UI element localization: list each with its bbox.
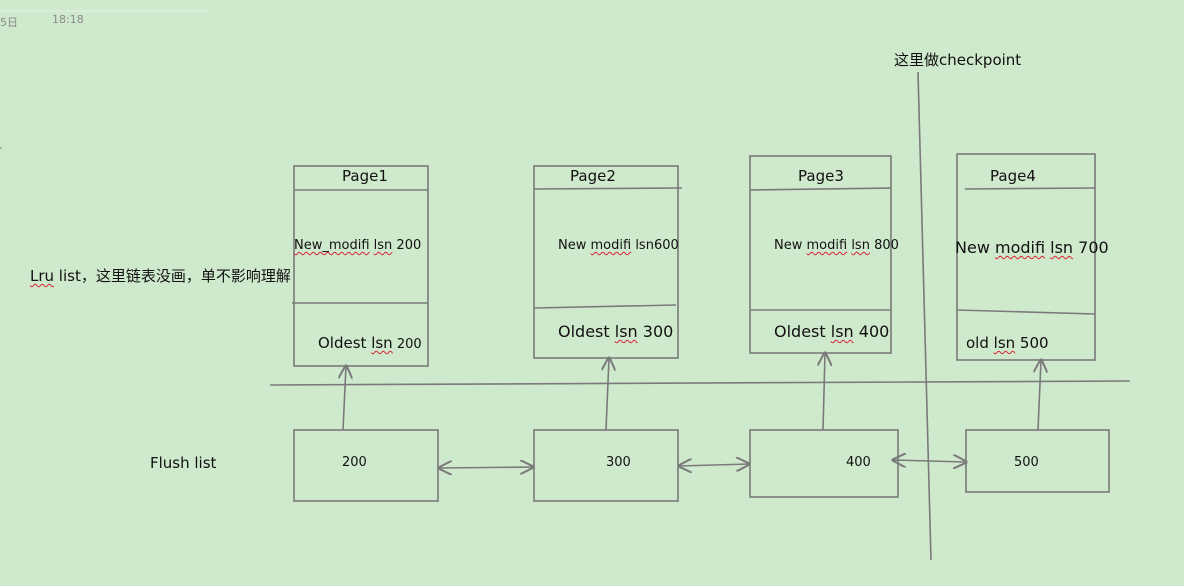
newest-word-1: _modifi [322, 238, 370, 253]
newest-lsn-word-2: lsn [635, 238, 654, 253]
oldest-label-4: old [966, 334, 989, 352]
oldest-lsn-word-2: lsn [614, 322, 638, 341]
newest-lsn-3: New modifi lsn 800 [774, 238, 899, 253]
oldest-lsn-1: Oldest lsn 200 [318, 334, 422, 352]
newest-prefix-4: New [955, 238, 995, 257]
arrow-up-2 [606, 358, 609, 431]
newest-word-4: modifi [994, 238, 1046, 257]
oldest-lsn-word-4: lsn [993, 334, 1016, 352]
arrow-up-3 [823, 353, 825, 431]
double-arrow-2-3 [679, 464, 749, 466]
newest-lsn-word-1: lsn [373, 238, 393, 253]
oldest-value-4: 500 [1015, 334, 1049, 352]
double-arrow-3-4 [893, 460, 966, 462]
newest-prefix-1: New [294, 238, 323, 253]
page-box-1 [292, 165, 429, 367]
newest-value-4: 700 [1073, 238, 1109, 257]
page-title-4: Page4 [990, 167, 1036, 185]
lru-list-text: list，这里链表没画，单不影响理解 [54, 267, 291, 285]
lru-word: Lru [30, 267, 55, 285]
newest-word-3: modifi [806, 238, 848, 253]
flush-node-1-value: 200 [342, 455, 367, 470]
oldest-value-3: 400 [853, 322, 890, 341]
newest-word-2: modifi [590, 238, 632, 253]
header-date: 5日 [0, 16, 18, 29]
header-time: 18:18 [52, 13, 84, 26]
newest-lsn-word-4: lsn [1050, 238, 1074, 257]
lru-list-label: Lru list，这里链表没画，单不影响理解 [30, 265, 291, 286]
newest-value-3: 800 [869, 238, 899, 253]
oldest-lsn-word-1: lsn [371, 334, 393, 352]
page-title-2: Page2 [570, 167, 616, 185]
checkpoint-line [917, 71, 932, 561]
flush-box-3 [749, 429, 899, 498]
newest-lsn-word-3: lsn [851, 238, 870, 253]
oldest-label-2: Oldest [558, 322, 610, 341]
flush-node-3-value: 400 [846, 455, 871, 470]
oldest-lsn-2: Oldest lsn 300 [558, 322, 673, 341]
newest-value-2: 600 [653, 238, 679, 253]
oldest-value-2: 300 [637, 322, 674, 341]
flush-node-4-value: 500 [1014, 455, 1039, 470]
flush-node-2-value: 300 [606, 455, 631, 470]
newest-prefix-3: New [774, 238, 807, 253]
oldest-value-1: 200 [392, 337, 422, 352]
checkpoint-label: 这里做checkpoint [894, 51, 1022, 69]
page-title-1: Page1 [342, 167, 388, 185]
arrow-up-4 [1038, 360, 1041, 431]
oldest-label-1: Oldest [318, 334, 367, 352]
newest-lsn-1: New_modifi lsn 200 [294, 238, 421, 253]
oldest-label-3: Oldest [774, 322, 826, 341]
separator-line [269, 380, 1131, 386]
double-arrow-1-2 [439, 467, 533, 468]
oldest-lsn-4: old lsn 500 [966, 334, 1049, 352]
oldest-lsn-word-3: lsn [830, 322, 854, 341]
newest-lsn-2: New modifi lsn600 [558, 238, 679, 253]
oldest-lsn-3: Oldest lsn 400 [774, 322, 889, 341]
newest-lsn-4: New modifi lsn 700 [955, 238, 1109, 257]
newest-prefix-2: New [558, 238, 591, 253]
page-box-4 [956, 153, 1096, 361]
flush-list-label: Flush list [150, 454, 217, 472]
newest-value-1: 200 [392, 238, 422, 253]
page-title-3: Page3 [798, 167, 844, 185]
arrow-up-1 [343, 366, 346, 431]
